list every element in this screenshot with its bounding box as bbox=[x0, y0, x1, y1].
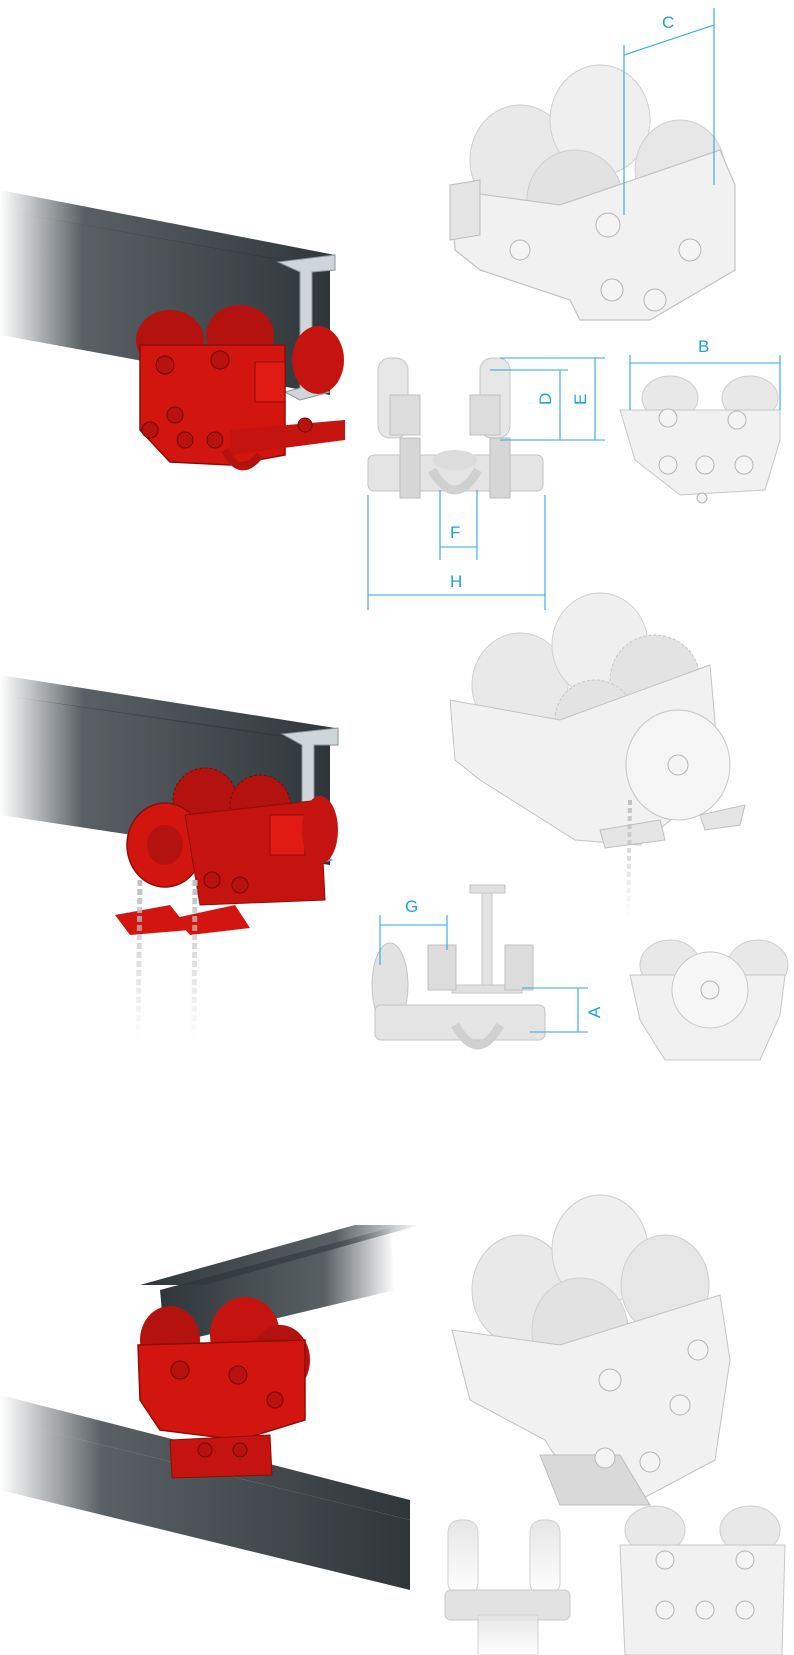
beam-trolley-side-view bbox=[619, 1505, 786, 1655]
geared-trolley-on-beam bbox=[0, 675, 339, 1041]
hand-chain-red bbox=[135, 879, 198, 1041]
plain-trolley-front-view bbox=[367, 357, 544, 499]
geared-trolley-side-view bbox=[629, 939, 789, 1215]
white-geared-trolley-iso bbox=[449, 592, 746, 921]
plain-trolley-side-view bbox=[619, 375, 781, 504]
dim-label-g: G bbox=[405, 897, 418, 916]
dimensions-g-a: G A bbox=[379, 897, 604, 1033]
dim-label-h: H bbox=[450, 572, 462, 591]
beam-trolley-on-beam bbox=[0, 1225, 420, 1590]
plain-trolley-on-beam bbox=[0, 190, 345, 471]
dimensions-d-e-f-h: D E F H bbox=[367, 357, 605, 610]
dim-label-e: E bbox=[571, 394, 590, 405]
i-beam-upper bbox=[0, 190, 335, 270]
dim-label-a: A bbox=[585, 1006, 604, 1018]
dimension-b: B bbox=[629, 337, 781, 410]
dim-label-b: B bbox=[698, 337, 709, 356]
dimension-c: C bbox=[623, 8, 715, 215]
red-geared-trolley bbox=[115, 767, 338, 935]
dim-label-d: D bbox=[536, 393, 555, 405]
geared-trolley-front-view bbox=[371, 884, 546, 1150]
dim-label-c: C bbox=[662, 13, 674, 32]
dim-label-f: F bbox=[450, 523, 460, 542]
red-plain-trolley bbox=[136, 305, 345, 471]
white-beam-trolley-iso bbox=[451, 1194, 731, 1506]
beam-trolley-front-view bbox=[444, 1519, 571, 1655]
white-plain-trolley-iso bbox=[449, 64, 736, 321]
red-beam-trolley bbox=[137, 1297, 310, 1479]
